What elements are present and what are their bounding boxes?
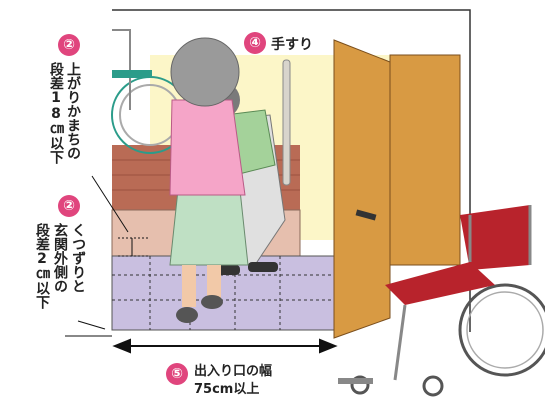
handrail (282, 59, 291, 186)
riser-step-badge: ② (58, 34, 80, 56)
riser-step-label-col2: 段差18㎝以下 (48, 62, 64, 164)
entrance-step-label-col3: 段差2㎝以下 (34, 223, 50, 309)
handrail-badge: ④ (244, 32, 266, 54)
riser-step-label-col1: 上がりかまちの (65, 62, 81, 160)
doorway-width-badge: ⑤ (166, 363, 188, 385)
doorway-width-arrow (112, 338, 338, 354)
door-handle (355, 209, 377, 221)
door-frame (389, 54, 461, 266)
entrance-step-label-col1: くつずりと (70, 223, 86, 293)
handrail-label: 手すり (271, 37, 313, 53)
doorway-width-label-line1: 出入り口の幅 (194, 364, 273, 379)
parked-wheelchair (111, 29, 189, 154)
open-door (333, 39, 391, 339)
elderly-woman-figure (169, 37, 249, 323)
doorway-width-label-line2: 75cm以上 (194, 382, 260, 397)
entrance-step-label-col2: 玄関外側の (52, 223, 68, 293)
entrance-step-badge: ② (58, 195, 80, 217)
foreground-wheelchair (338, 205, 545, 397)
